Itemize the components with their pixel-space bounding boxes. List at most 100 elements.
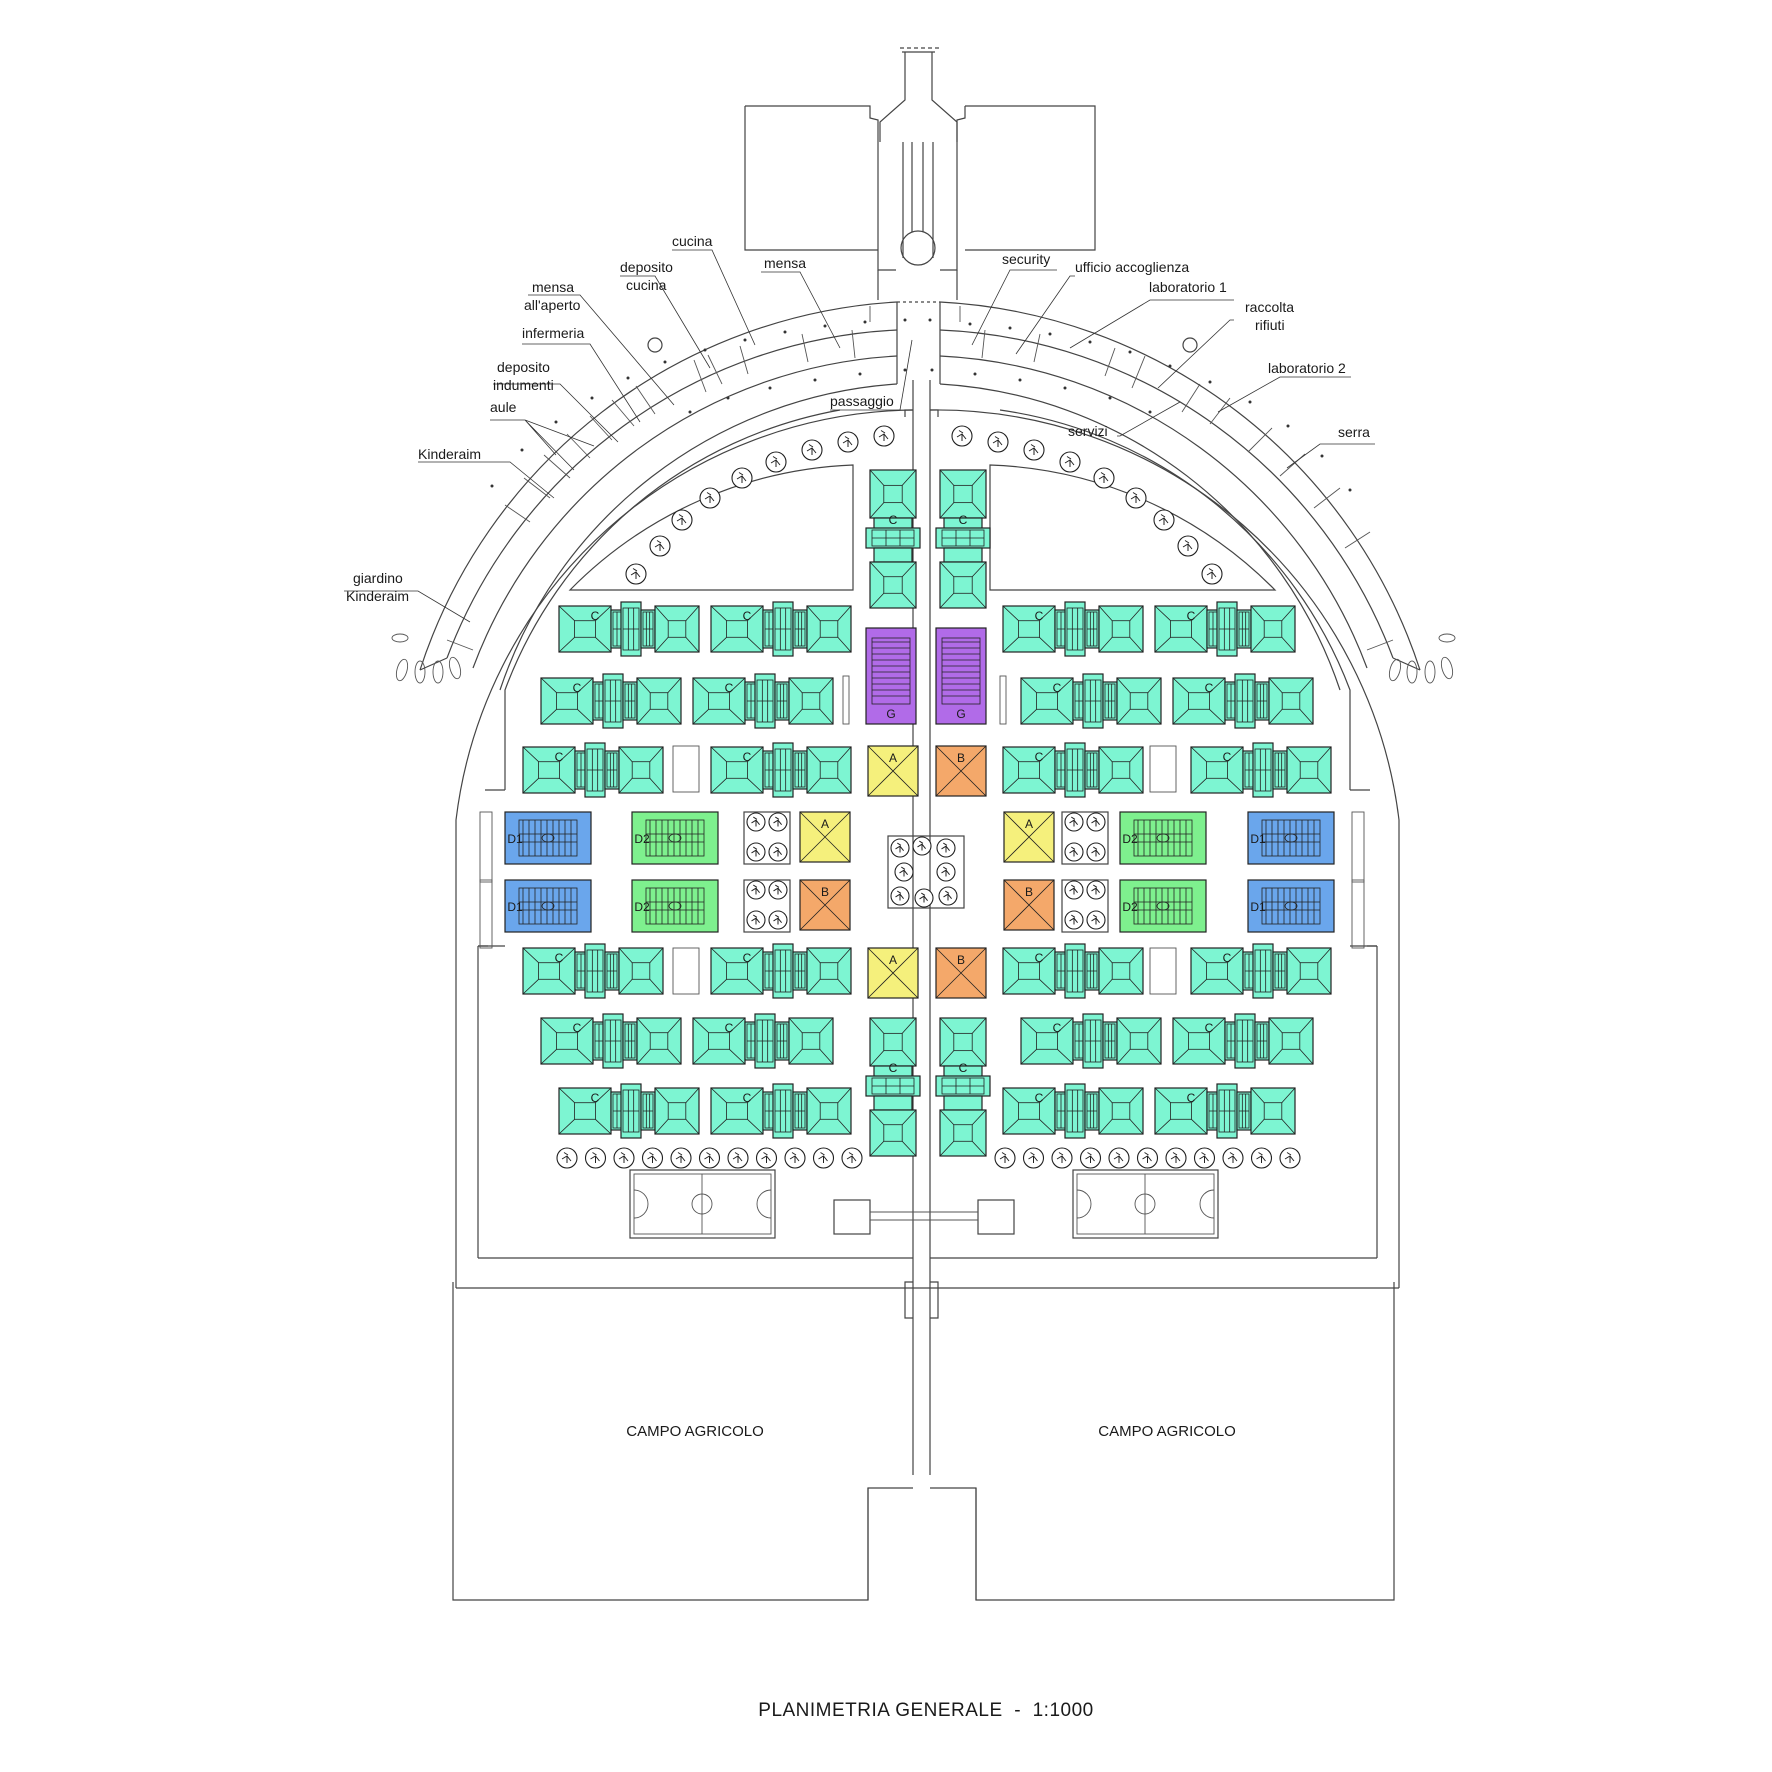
type-label-c: C <box>725 1021 734 1035</box>
unit-c: C <box>1190 943 1332 999</box>
tree-icon <box>1064 842 1084 862</box>
tree-icon <box>731 467 753 489</box>
unit-d2: D2 <box>631 879 719 933</box>
core-ring <box>668 901 682 911</box>
labels: cucina deposito cucina mensa mensa all'a… <box>346 233 1370 1721</box>
core-ring <box>1156 901 1170 911</box>
tree-icon <box>784 1147 806 1169</box>
roof-top <box>556 692 578 710</box>
roof-edge <box>692 677 746 725</box>
roof-edge <box>540 1017 594 1065</box>
tree-icon <box>768 842 788 862</box>
roof-edge <box>540 677 594 725</box>
roof-top <box>1111 620 1131 638</box>
roof-top <box>953 1124 973 1142</box>
tree-icon <box>1222 1147 1244 1169</box>
unit-c: C <box>692 673 834 729</box>
roof-edge <box>1098 605 1144 653</box>
type-label-c: C <box>889 1061 898 1075</box>
roof-edge <box>692 1017 746 1065</box>
type-label-c: C <box>743 750 752 764</box>
type-label-c: C <box>1035 609 1044 623</box>
roof-top <box>726 620 748 638</box>
type-label-b: B <box>821 885 829 899</box>
dorm-inner <box>1261 819 1321 857</box>
roof-top <box>667 1102 687 1120</box>
roof-top <box>883 1124 903 1142</box>
stair-grid <box>1105 1024 1115 1058</box>
tree-icon <box>1193 1147 1216 1169</box>
arc-buildings <box>391 301 1456 691</box>
type-label-b: B <box>957 953 965 967</box>
unit-d2: D2 <box>631 811 719 865</box>
roof-edge <box>1098 947 1144 995</box>
roof-edge <box>1190 947 1244 995</box>
stair-grid <box>1087 753 1097 787</box>
dorm-inner <box>645 887 705 925</box>
roof-top <box>631 962 651 980</box>
roof-edge <box>1154 605 1208 653</box>
label-giardino-kinderaim-1: giardino <box>353 570 403 586</box>
stair-grid <box>775 950 791 992</box>
roof-edge <box>1098 746 1144 794</box>
type-label-d2: D2 <box>1122 900 1138 914</box>
roof-top <box>1111 962 1131 980</box>
tree-icon <box>890 886 910 906</box>
stair-grid <box>605 680 621 722</box>
unit-c: C <box>558 601 700 657</box>
roof-edge <box>1002 1087 1056 1135</box>
stair-grid <box>942 530 984 546</box>
label-mensa-aperto-2: all'aperto <box>524 297 581 313</box>
roof-hip <box>799 811 851 863</box>
roof-edge <box>869 1017 917 1067</box>
tree-icon <box>698 1147 721 1169</box>
stair-grid <box>1237 1020 1253 1062</box>
unit-c: C <box>1002 742 1144 798</box>
type-label-c: C <box>1035 750 1044 764</box>
roof-edge <box>1002 605 1056 653</box>
stair-grid <box>1067 749 1083 791</box>
unit-d1: D1 <box>504 811 592 865</box>
tree-icon <box>994 1147 1016 1169</box>
hall-block <box>935 627 987 725</box>
roof-top <box>819 1102 839 1120</box>
roof-edge <box>806 1087 852 1135</box>
stair-grid <box>1237 680 1253 722</box>
connector <box>943 547 983 563</box>
stair-grid <box>775 1090 791 1132</box>
roof-hip <box>1003 811 1055 863</box>
stair-grid <box>1255 749 1271 791</box>
stair-grid <box>625 1024 635 1058</box>
roof-edge <box>654 605 700 653</box>
label-servizi: servizi <box>1068 423 1108 439</box>
tree-icon <box>768 910 788 930</box>
roof-edge <box>869 561 917 609</box>
unit-b: B <box>799 879 851 931</box>
dorm-inner <box>1133 887 1193 925</box>
tree-icon <box>1165 1147 1187 1169</box>
leader-lines <box>344 249 1375 623</box>
roof-top <box>1129 1032 1149 1050</box>
type-label-c: C <box>1223 750 1232 764</box>
roof-edge <box>636 1017 682 1065</box>
roof-edge <box>522 947 576 995</box>
roof-top <box>556 1032 578 1050</box>
roof-edge <box>1268 677 1314 725</box>
tree-icon <box>670 1147 692 1169</box>
roof-edge <box>806 746 852 794</box>
roof-hip <box>935 947 987 999</box>
roof-edge <box>1190 746 1244 794</box>
tree-icon <box>1086 842 1106 862</box>
unit-d1: D1 <box>504 879 592 933</box>
roof-edge <box>939 1017 987 1067</box>
dorm-inner <box>1133 819 1193 857</box>
unit-c: C <box>710 742 852 798</box>
type-label-c: C <box>889 513 898 527</box>
tree-icon <box>1022 1147 1045 1169</box>
tree-icon <box>1153 509 1175 531</box>
type-label-a: A <box>889 751 897 765</box>
roof-top <box>1170 1102 1192 1120</box>
roof-top <box>1170 620 1192 638</box>
roof-edge <box>710 1087 764 1135</box>
tree-icon <box>936 838 956 858</box>
